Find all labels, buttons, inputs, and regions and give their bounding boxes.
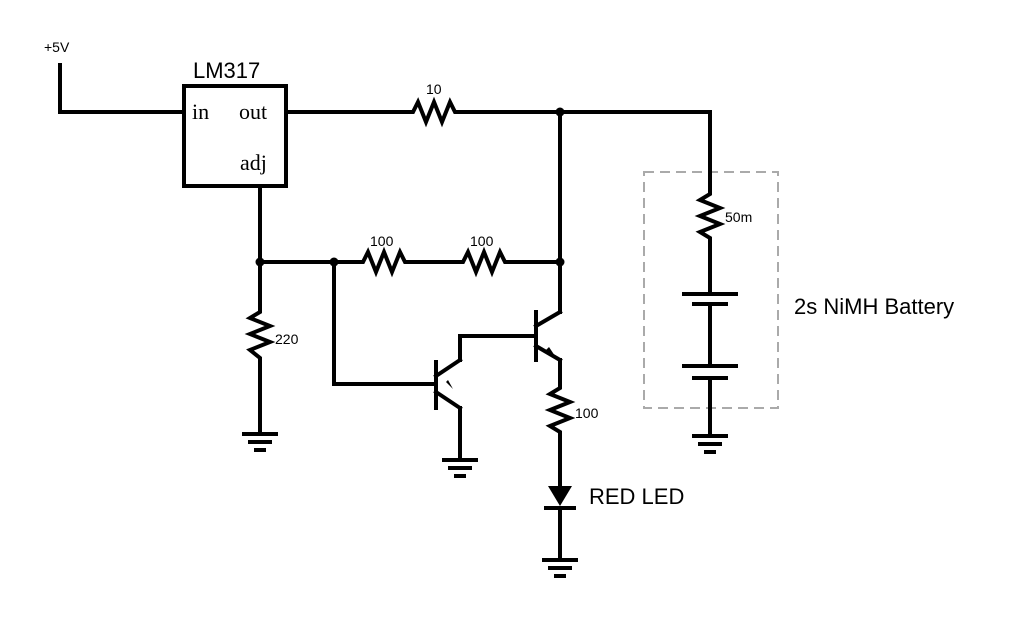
resistor-icon	[544, 384, 576, 436]
q2-base-wire	[458, 334, 538, 362]
r-led-label: 100	[575, 405, 599, 421]
regulator-body	[182, 84, 288, 188]
r-bias2-label: 100	[470, 233, 494, 249]
r-adj-label: 220	[275, 331, 299, 347]
q1-emitter-leg	[433, 389, 463, 411]
led-label: RED LED	[589, 484, 684, 509]
q1-collector-leg	[433, 357, 463, 379]
regulator-name: LM317	[193, 58, 260, 83]
ground-icon	[542, 558, 578, 578]
r-bias1-label: 100	[370, 233, 394, 249]
arrow-icon	[546, 347, 555, 356]
battery-label: 2s NiMH Battery	[794, 294, 954, 319]
resistor-icon	[244, 308, 276, 362]
supply-5v: +5V	[44, 39, 186, 114]
regulator-pin-in: in	[192, 99, 209, 124]
battery-branch: 50m 2s NiMH Battery	[643, 110, 954, 454]
q2-collector-leg	[533, 309, 563, 329]
adj-net: 220	[242, 184, 299, 452]
resistor-icon	[358, 246, 410, 278]
ground-icon	[442, 458, 478, 478]
resistor-icon	[458, 246, 510, 278]
supply-label: +5V	[44, 39, 70, 55]
ground-icon	[692, 434, 728, 454]
led-branch: 100 RED LED	[542, 358, 684, 578]
r-battery-label: 50m	[725, 209, 752, 225]
arrow-icon	[446, 380, 453, 389]
npn-transistor-icon	[458, 309, 563, 363]
q1-base-wire	[332, 260, 438, 386]
resistor-icon	[408, 96, 460, 128]
bias-network: 100 100	[258, 110, 565, 314]
ground-icon	[242, 432, 278, 452]
resistor-icon	[694, 190, 726, 242]
r-sense-label: 10	[426, 81, 442, 97]
regulator-pin-adj: adj	[240, 150, 267, 175]
q2-emitter-leg	[533, 343, 563, 363]
npn-transistor-icon	[332, 260, 463, 460]
output-net: 10	[284, 81, 712, 128]
lm317-regulator: LM317 in out adj	[182, 58, 288, 188]
regulator-pin-out: out	[239, 99, 267, 124]
led-diode-icon	[544, 486, 576, 510]
supply-wire	[58, 63, 186, 114]
